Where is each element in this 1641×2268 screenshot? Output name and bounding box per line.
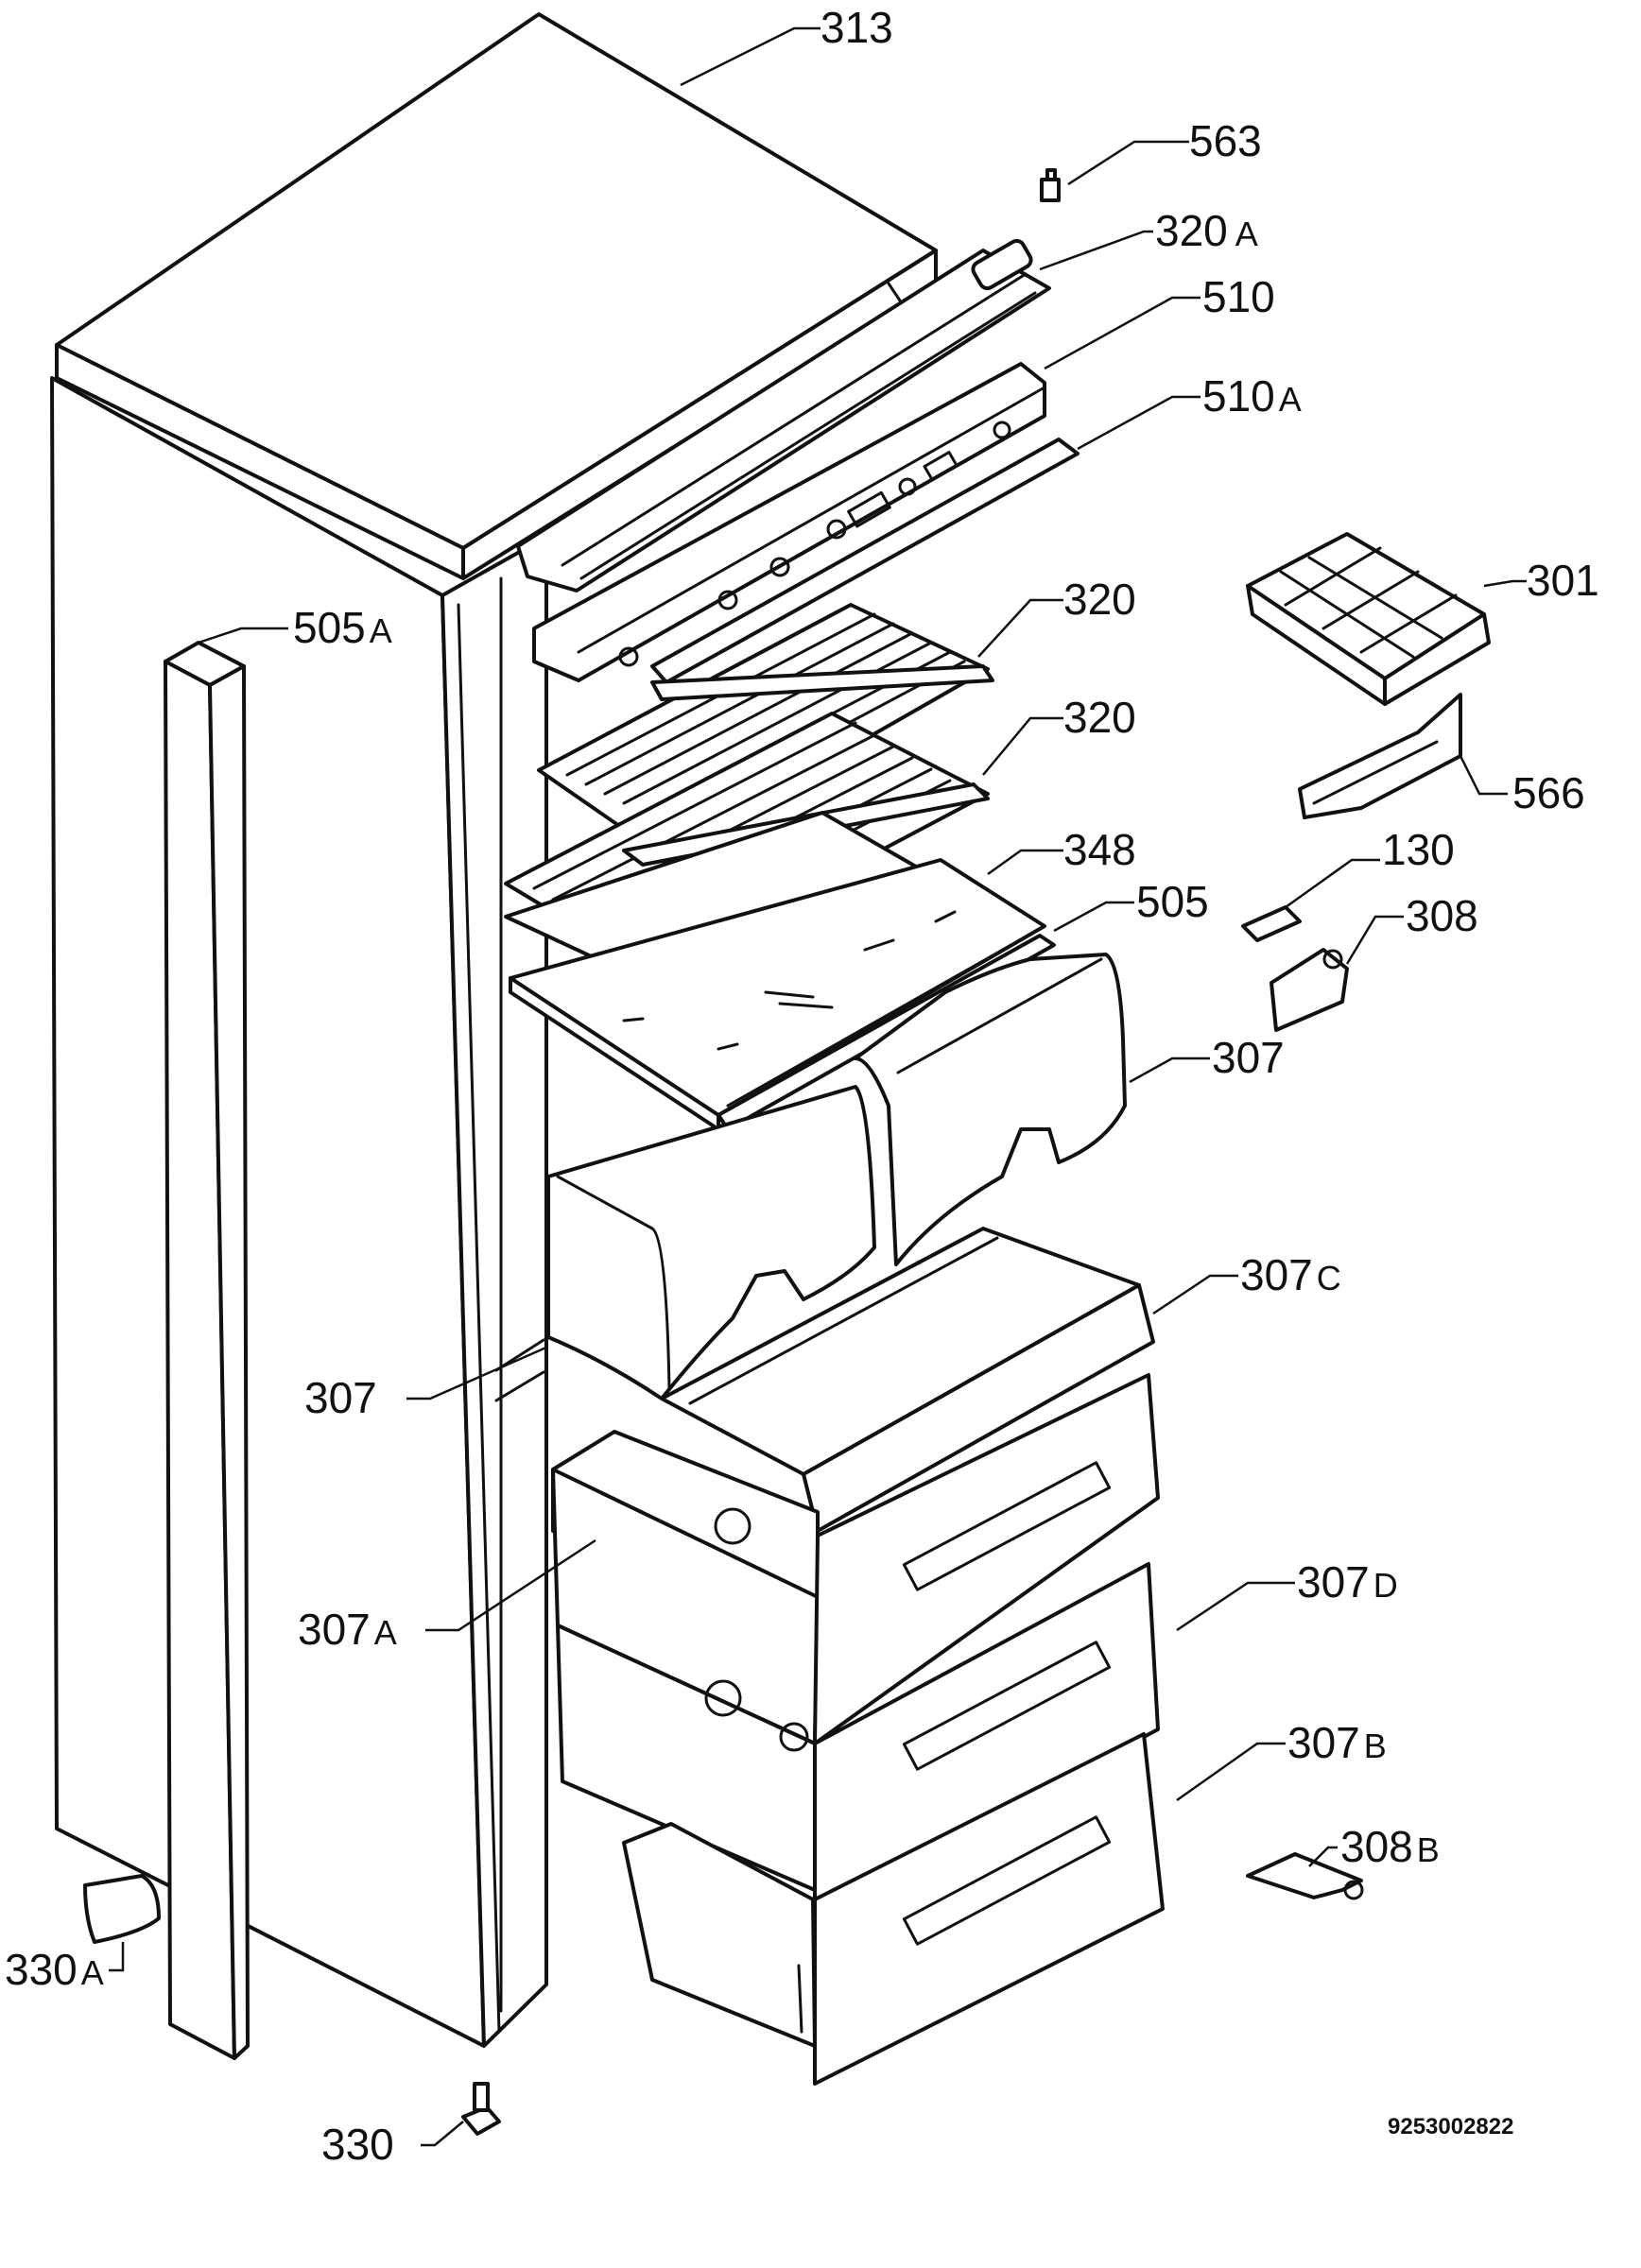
svg-text:130: 130 — [1382, 825, 1455, 874]
label-505a: 505 — [293, 603, 366, 652]
hinge-308 — [1270, 948, 1349, 1032]
top-trim-320a — [516, 238, 1051, 593]
label-307b-suffix: B — [1364, 1727, 1387, 1765]
control-panel-510 — [532, 362, 1046, 682]
top-cover-313 — [55, 12, 938, 580]
drawer-307c — [660, 1227, 1155, 1533]
svg-text:348: 348 — [1063, 825, 1136, 874]
label-348: 348 — [1063, 825, 1136, 874]
label-566: 566 — [1512, 768, 1585, 817]
drawer-307b — [622, 1732, 1165, 2086]
label-320a-suffix: A — [1235, 215, 1258, 253]
label-308: 308 — [1406, 891, 1478, 940]
label-510: 510 — [1202, 272, 1275, 321]
svg-text:505: 505 — [1136, 877, 1209, 926]
label-307c: 307 — [1240, 1250, 1313, 1299]
drawer-307d — [556, 1562, 1160, 1916]
svg-text:510: 510 — [1202, 272, 1275, 321]
svg-text:563: 563 — [1189, 116, 1262, 165]
label-313: 313 — [820, 3, 893, 52]
ice-cube-tray-301 — [1246, 532, 1491, 706]
label-510a-suffix: A — [1279, 380, 1302, 419]
label-320a: 320 — [1155, 206, 1228, 255]
foot-cap-330a — [83, 1874, 161, 1944]
label-130: 130 — [1382, 825, 1455, 874]
door-seal-strip-505a — [164, 641, 250, 2060]
label-307b: 307 — [1287, 1718, 1360, 1767]
label-307a: 307 — [298, 1605, 371, 1654]
svg-text:566: 566 — [1512, 768, 1585, 817]
svg-text:320: 320 — [1063, 575, 1136, 624]
label-307a-suffix: A — [374, 1613, 397, 1652]
label-307d-suffix: D — [1373, 1566, 1398, 1605]
label-307c-suffix: C — [1317, 1259, 1341, 1297]
label-307d: 307 — [1297, 1557, 1370, 1606]
screw-563 — [1040, 168, 1061, 202]
label-308b: 308 — [1340, 1822, 1413, 1871]
ice-tray-holder-566 — [1298, 693, 1462, 819]
svg-text:308: 308 — [1406, 891, 1478, 940]
svg-text:9253002822: 9253002822 — [1388, 2114, 1513, 2139]
bracket-130 — [1241, 905, 1302, 942]
basket-307-left — [546, 1085, 876, 1400]
svg-text:320: 320 — [1063, 693, 1136, 742]
label-505a-suffix: A — [370, 611, 392, 650]
label-307-left: 307 — [304, 1373, 377, 1422]
label-563: 563 — [1189, 116, 1262, 165]
label-301: 301 — [1527, 556, 1599, 605]
label-320-lower: 320 — [1063, 693, 1136, 742]
label-320-upper: 320 — [1063, 575, 1136, 624]
basket-307-right — [854, 953, 1127, 1266]
svg-text:313: 313 — [820, 3, 893, 52]
label-307-right: 307 — [1212, 1033, 1285, 1082]
svg-text:330: 330 — [321, 2120, 394, 2169]
label-330a: 330 — [5, 1945, 78, 1994]
leader-lines — [109, 26, 1527, 2147]
label-330: 330 — [321, 2120, 394, 2169]
svg-text:307: 307 — [304, 1373, 377, 1422]
label-330a-suffix: A — [81, 1953, 104, 1992]
svg-text:307: 307 — [1212, 1033, 1285, 1082]
label-510a: 510 — [1202, 371, 1275, 421]
hinge-308b — [1246, 1852, 1364, 1900]
svg-text:301: 301 — [1527, 556, 1599, 605]
label-308b-suffix: B — [1417, 1830, 1440, 1869]
strip-510a — [650, 438, 1080, 684]
label-505: 505 — [1136, 877, 1209, 926]
adjustable-foot-330 — [461, 2082, 501, 2136]
drawing-code: 9253002822 — [1388, 2114, 1513, 2139]
drawer-307a — [551, 1373, 1160, 1745]
